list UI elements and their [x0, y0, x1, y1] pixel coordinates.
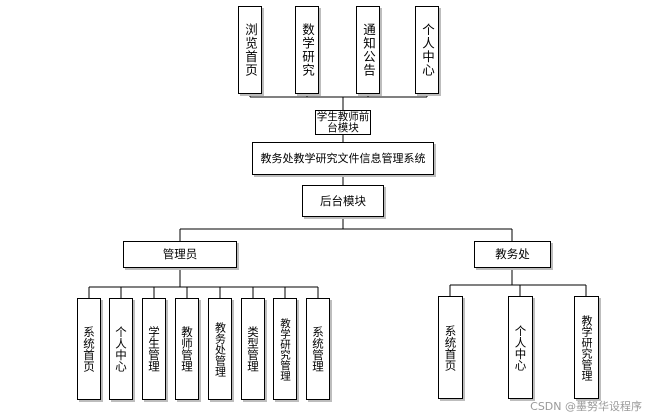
admin-role-label: 管理员: [162, 247, 198, 261]
backend-module-box: 后台模块: [302, 185, 384, 217]
frontend-tab-label: 个人中心: [420, 23, 435, 77]
admin-function-label: 系统管理: [311, 326, 325, 372]
frontend-module-label: 学生教师前台模块: [316, 110, 370, 134]
admin-role-box: 管理员: [123, 241, 237, 268]
admin-function-label: 个人中心: [114, 326, 128, 372]
frontend-tab-notices: 通知公告: [356, 6, 380, 94]
frontend-tab-browse-home: 浏览首页: [238, 6, 262, 94]
frontend-tab-personal-center: 个人中心: [415, 6, 439, 94]
admin-function-label: 学生管理: [147, 326, 161, 372]
admin-function-label: 教学研究管理: [279, 317, 291, 381]
office-role-label: 教务处: [495, 247, 530, 261]
frontend-tab-math-research: 数学研究: [295, 6, 319, 94]
office-function-system-home: 系统首页: [438, 296, 463, 399]
admin-function-student-management: 学生管理: [142, 298, 166, 400]
frontend-module-box: 学生教师前台模块: [315, 110, 371, 135]
office-function-teaching-research-management: 教学研究管理: [574, 296, 599, 399]
watermark-text: CSDN @墨努华设程序: [530, 400, 642, 413]
office-function-label: 个人中心: [513, 324, 528, 371]
admin-function-personal-center: 个人中心: [109, 298, 133, 400]
admin-function-teaching-research-management: 教学研究管理: [273, 298, 297, 400]
office-role-box: 教务处: [474, 241, 551, 268]
backend-module-label: 后台模块: [320, 193, 366, 208]
admin-function-teacher-management: 教师管理: [175, 298, 199, 400]
frontend-tab-label: 浏览首页: [243, 23, 258, 77]
system-title-box: 教务处教学研究文件信息管理系统: [252, 142, 434, 175]
admin-function-label: 类型管理: [246, 326, 260, 372]
office-function-personal-center: 个人中心: [508, 296, 533, 399]
office-function-label: 教学研究管理: [580, 314, 593, 381]
system-title-label: 教务处教学研究文件信息管理系统: [260, 152, 426, 165]
frontend-tab-label: 数学研究: [300, 23, 315, 77]
connector-lines: [88, 93, 587, 298]
admin-function-label: 教师管理: [180, 326, 194, 372]
admin-function-system-management: 系统管理: [306, 298, 330, 400]
admin-function-label: 教务处管理: [213, 321, 227, 377]
office-function-label: 系统首页: [443, 324, 458, 371]
frontend-tab-label: 通知公告: [361, 23, 376, 77]
admin-function-type-management: 类型管理: [241, 298, 265, 400]
admin-function-system-home: 系统首页: [77, 298, 101, 400]
admin-function-office-management: 教务处管理: [208, 298, 232, 400]
admin-function-label: 系统首页: [82, 326, 96, 372]
